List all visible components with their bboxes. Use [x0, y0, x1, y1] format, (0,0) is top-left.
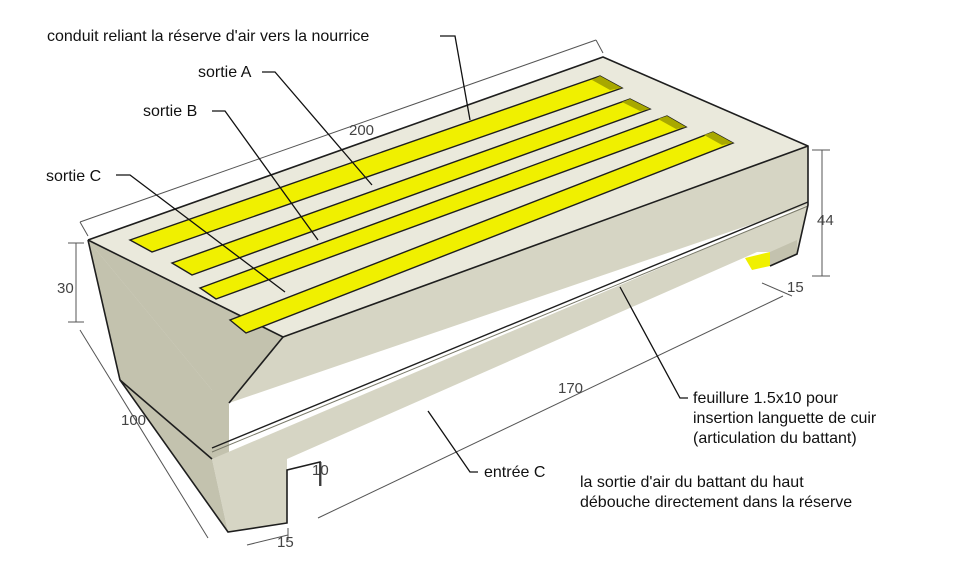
- slot-b-shadow: [658, 116, 686, 129]
- block-outline-5: [119, 379, 213, 460]
- label-conduit: conduit reliant la réserve d'air vers la…: [47, 28, 369, 45]
- dim-depth-left: 100: [121, 412, 146, 429]
- slot-top-shadow: [592, 76, 622, 90]
- foot-right-opening: [745, 252, 770, 270]
- dimension-values: 200 44 30 100 170 15 15 10: [57, 122, 834, 551]
- block-outline-3: [228, 336, 284, 404]
- feuillure-groove-2: [211, 205, 809, 453]
- leader-sortie-b: [212, 110, 319, 241]
- slot-c-shadow: [704, 132, 733, 145]
- label-note-1: la sortie d'air du battant du haut: [580, 474, 804, 491]
- labels: conduit reliant la réserve d'air vers la…: [46, 28, 877, 511]
- block-lower-left-face: [88, 240, 228, 532]
- label-sortie-a: sortie A: [198, 64, 252, 81]
- slot-a-shadow: [622, 99, 650, 111]
- label-feuillure-2: insertion languette de cuir: [693, 410, 877, 427]
- label-note-2: débouche directement dans la réserve: [580, 494, 852, 511]
- dim-length-front: 170: [558, 380, 583, 397]
- leader-sortie-a: [262, 71, 373, 186]
- feuillure-groove: [211, 201, 809, 449]
- label-entree-c: entrée C: [484, 464, 545, 481]
- dim-foot-width-right: 15: [787, 279, 804, 296]
- block-outline: [87, 56, 809, 267]
- leader-sortie-c: [116, 174, 286, 293]
- dim-height-left: 30: [57, 280, 74, 297]
- leader-feuillure: [619, 286, 688, 399]
- label-feuillure-3: (articulation du battant): [693, 430, 857, 447]
- foot-left-opening: [287, 462, 320, 492]
- leader-lines: [116, 35, 688, 473]
- leader-conduit: [440, 35, 471, 121]
- label-feuillure-1: feuillure 1.5x10 pour: [693, 390, 839, 407]
- dimension-lines: [68, 39, 830, 546]
- dim-length-top: 200: [349, 122, 374, 139]
- leader-entree: [427, 410, 478, 473]
- dim-height-right: 44: [817, 212, 834, 229]
- label-sortie-b: sortie B: [143, 103, 197, 120]
- foot-right: [770, 240, 797, 266]
- label-sortie-c: sortie C: [46, 168, 101, 185]
- dim-foot-height: 10: [312, 462, 329, 479]
- block-front-face: [88, 146, 808, 460]
- block-body: [87, 56, 809, 533]
- dim-foot-width-left: 15: [277, 534, 294, 551]
- slots: [128, 75, 735, 334]
- block-left-face: [88, 240, 283, 460]
- block-lower-band: [212, 205, 808, 532]
